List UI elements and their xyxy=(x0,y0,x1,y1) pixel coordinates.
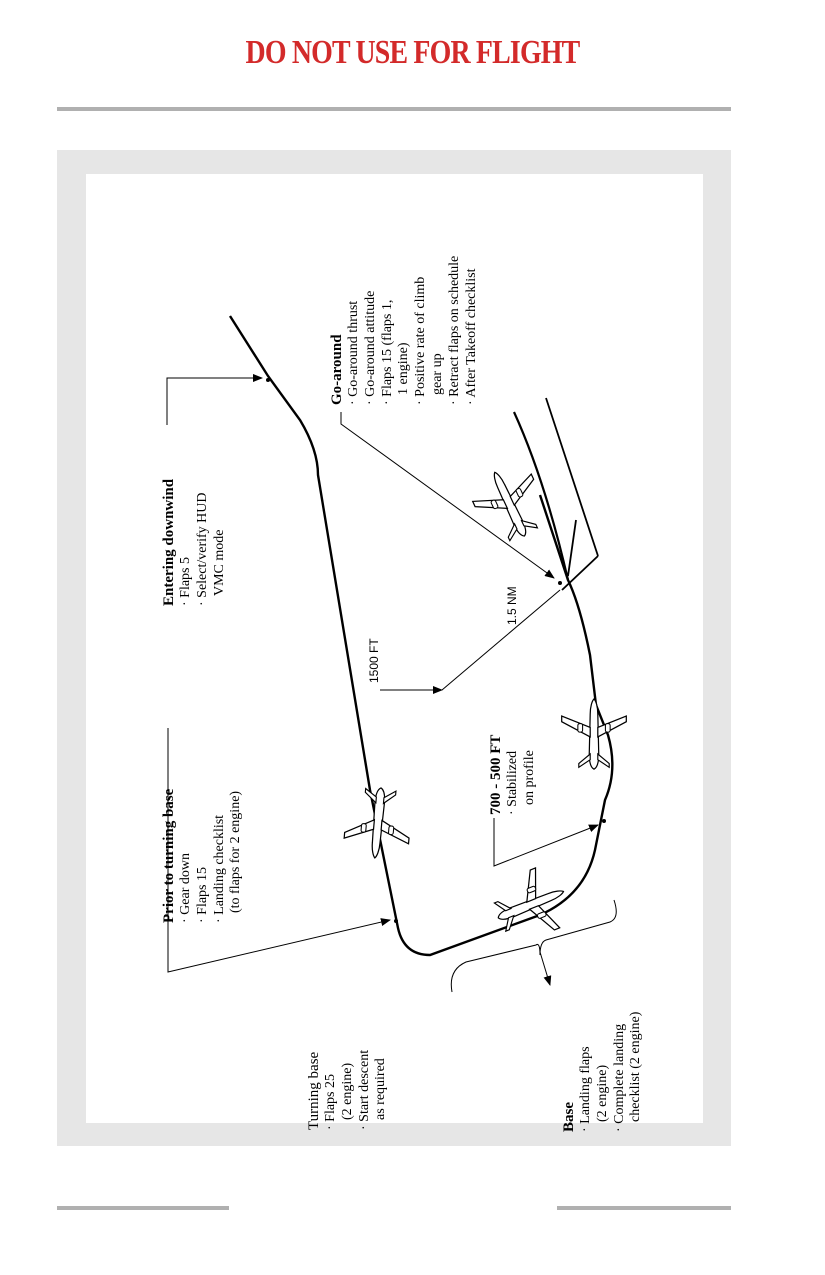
figure-canvas xyxy=(86,174,703,1123)
waypoint-dot xyxy=(602,819,606,823)
waypoint-dot xyxy=(558,581,562,585)
callout-prior-turning-base xyxy=(167,728,391,973)
airplane-icon xyxy=(485,860,577,949)
label-turning-base: Turning base · Flaps 25 (2 engine) · Sta… xyxy=(306,1049,389,1130)
go-around-line xyxy=(545,397,599,557)
label-base: Base · Landing flaps (2 engine) · Comple… xyxy=(561,1011,644,1132)
label-prior-turning-base: Prior to turning base · Gear down · Flap… xyxy=(161,788,244,923)
leader-1-5nm xyxy=(441,589,561,691)
callout-stabilized xyxy=(493,818,599,867)
base-brace xyxy=(450,899,617,993)
label-entering-downwind: Entering downwind · Flaps 5 · Select/ver… xyxy=(161,478,227,606)
airplane-icon xyxy=(464,458,555,551)
top-rule xyxy=(57,107,731,111)
flight-path xyxy=(228,315,614,957)
label-go-around: Go-around · Go-around thrust · Go-around… xyxy=(329,255,479,405)
go-around-line xyxy=(561,555,599,591)
callout-go-around xyxy=(340,412,555,579)
label-altitude: 1500 FT xyxy=(367,638,381,683)
base-arrow xyxy=(539,951,552,986)
go-around-line xyxy=(567,519,577,577)
airplane-icon xyxy=(342,784,414,862)
bottom-rule-left xyxy=(57,1206,229,1210)
bottom-rule-right xyxy=(557,1206,731,1210)
airplane-icon xyxy=(561,698,627,770)
label-distance: 1.5 NM xyxy=(505,586,519,625)
waypoint-dot xyxy=(394,919,398,923)
callout-entering-downwind xyxy=(166,374,263,425)
waypoint-dot xyxy=(266,378,270,382)
go-around-path xyxy=(512,411,570,581)
warning-banner: DO NOT USE FOR FLIGHT xyxy=(245,34,581,71)
label-stabilized: 700 - 500 FT · Stabilized on profile xyxy=(488,734,537,815)
